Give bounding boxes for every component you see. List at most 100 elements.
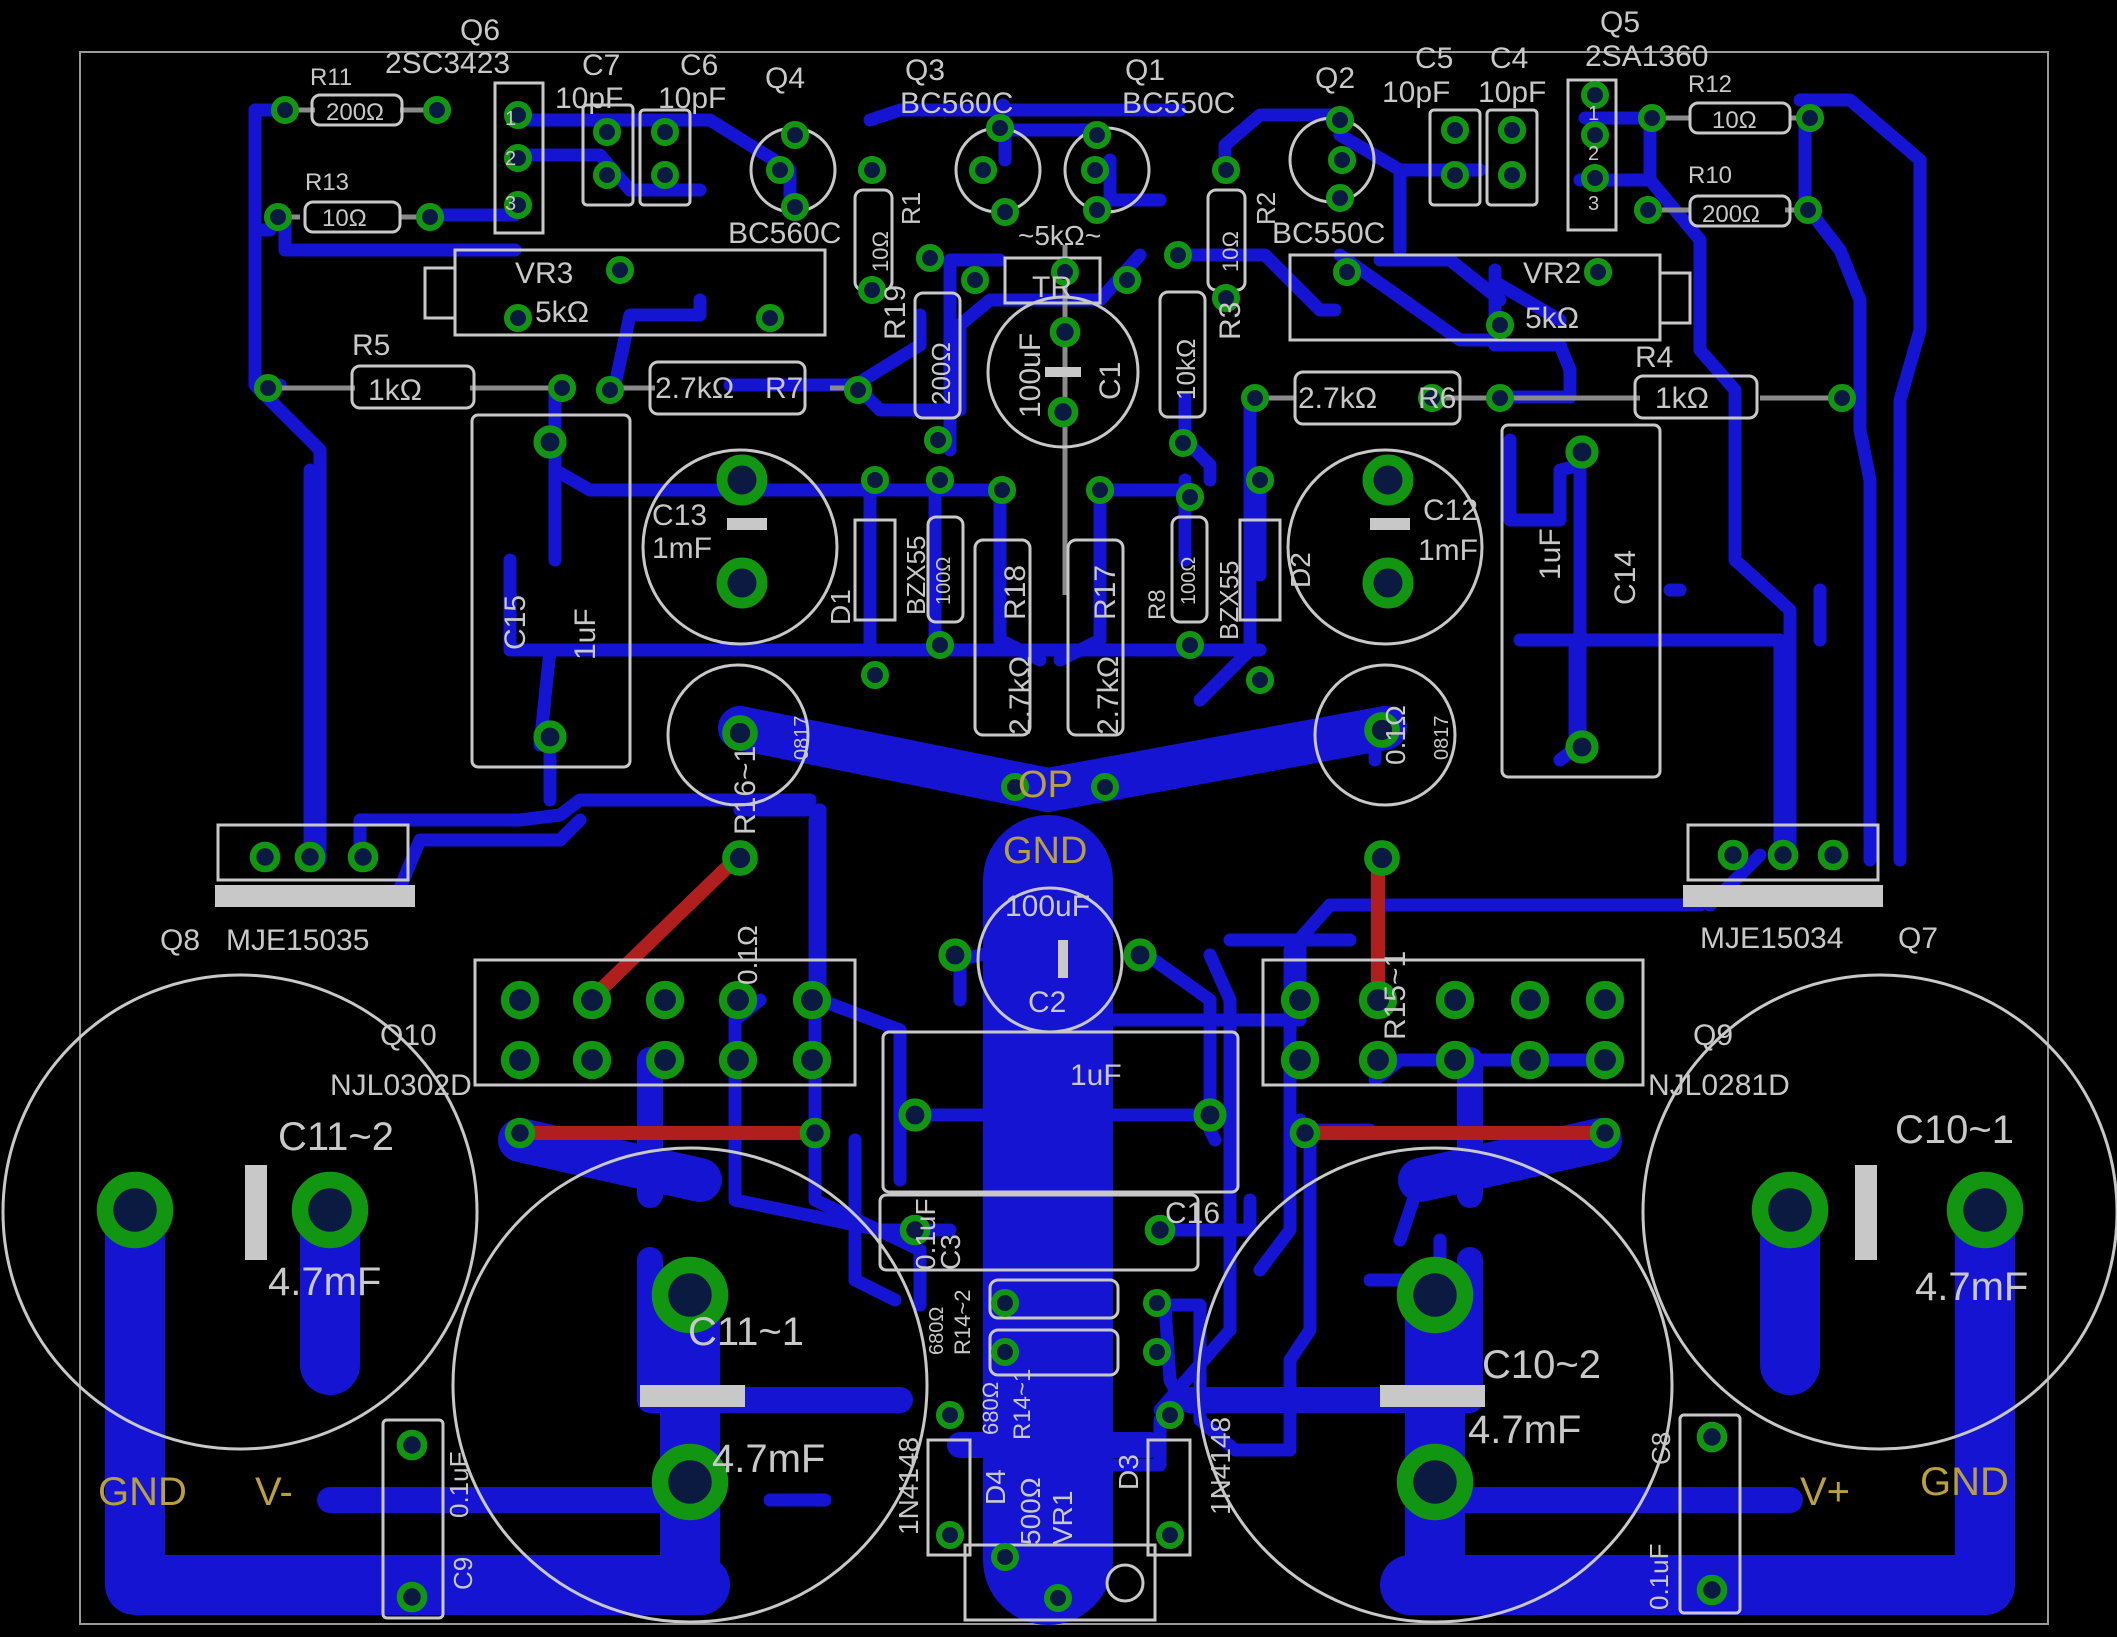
c1-plate [1045, 367, 1081, 377]
q10-pad [645, 1040, 685, 1080]
q1-pad [1080, 155, 1110, 185]
c2-pad [1123, 938, 1157, 972]
c3-outline [878, 1193, 1200, 1272]
r2-pad [1211, 283, 1241, 313]
r16-name: R16~1 [729, 746, 762, 835]
r9-body [926, 515, 965, 624]
q3-value: BC560C [900, 87, 1013, 120]
c11-2-name: C11~2 [278, 1115, 394, 1159]
c10-2-name: C10~2 [1482, 1343, 1601, 1387]
vr2-name: VR2 [1523, 257, 1581, 290]
r14-2-pad [990, 1288, 1020, 1318]
c8-body [1678, 1413, 1742, 1615]
q6-body [493, 81, 545, 235]
r4-pad [1827, 383, 1857, 413]
r7-pad [843, 375, 873, 405]
r8-name: R8 [1144, 589, 1171, 620]
c10-1-plate [1855, 1165, 1877, 1260]
c12-pad [1362, 557, 1414, 609]
r13-name: R13 [305, 169, 349, 196]
r5-body [350, 364, 476, 410]
c8-value: 0.1uF [1644, 1544, 1674, 1611]
net-v-plus: V+ [1800, 1470, 1850, 1514]
q5-pad [1580, 80, 1610, 110]
r17-pad [1090, 772, 1120, 802]
c11-1-pad [651, 1256, 729, 1334]
c2-value: 100uF [1005, 890, 1090, 923]
c14-name: C14 [1609, 550, 1642, 605]
q4-pad [765, 155, 795, 185]
vr3-pad [605, 255, 635, 285]
r1-name: R1 [896, 192, 926, 225]
r16-outline [666, 663, 810, 807]
r19-value: 200Ω [926, 342, 956, 405]
q7-pad [1817, 839, 1849, 871]
r6-pad [1485, 383, 1515, 413]
c12-pad [1362, 454, 1414, 506]
r13-body [303, 200, 402, 234]
c13-value: 1mF [652, 532, 712, 565]
c15-name: C15 [499, 595, 532, 650]
r8-pad [1175, 482, 1205, 512]
c1-pad [1047, 396, 1079, 428]
r19-name: R19 [879, 285, 912, 340]
c8-pad [1696, 1421, 1728, 1453]
q6-value: 2SC3423 [385, 47, 510, 80]
r18-value: 2.7kΩ [1004, 656, 1037, 735]
net-op: OP [1018, 764, 1073, 806]
r15-pad [1364, 840, 1400, 876]
d4-body [926, 1438, 972, 1557]
r16-code: 0817 [791, 716, 813, 761]
q5-value: 2SA1360 [1585, 40, 1708, 73]
r5-pad [253, 373, 283, 403]
d2-name: D2 [1285, 552, 1316, 588]
c7-name: C7 [582, 49, 620, 82]
r16-value: 0.1Ω [732, 925, 763, 985]
net-v-minus: V- [255, 1470, 293, 1514]
c4-value: 10pF [1478, 76, 1546, 109]
q6-name: Q6 [460, 14, 500, 47]
c4-pad [1497, 115, 1527, 145]
q6-pad [503, 143, 533, 173]
q3-pad [968, 155, 998, 185]
c6-name: C6 [680, 49, 718, 82]
r15-outline [1313, 663, 1457, 807]
q7-body [1686, 823, 1880, 882]
r2-pad [1211, 155, 1241, 185]
silkscreen-fills [215, 367, 1883, 1407]
c11-1-outline [451, 1146, 929, 1624]
q9-name: Q9 [1693, 1019, 1733, 1052]
d1-name: D1 [825, 589, 856, 625]
vr1-pad [990, 1542, 1020, 1572]
q10-pad [572, 980, 612, 1020]
c10-1-value: 4.7mF [1915, 1265, 2028, 1309]
c10-2-plate [1380, 1385, 1485, 1407]
c15-pad [533, 720, 567, 754]
q10-pad [792, 980, 832, 1020]
q5-pin2: 2 [1588, 143, 1599, 165]
filmcap-pad [898, 1098, 932, 1132]
net-gnd-left: GND [98, 1470, 187, 1514]
r18-name: R18 [999, 565, 1032, 620]
q10-pad [645, 980, 685, 1020]
c10-1-pad [1751, 1171, 1829, 1249]
c11-1-value: 4.7mF [712, 1437, 825, 1481]
c1-name: C1 [1094, 362, 1127, 400]
c4-name: C4 [1490, 42, 1528, 75]
r17-body [1066, 538, 1125, 737]
d4-name: D4 [980, 1469, 1011, 1505]
c2-plate [1058, 940, 1068, 978]
q7-tab [1683, 885, 1883, 907]
q4-pad [780, 120, 810, 150]
q8-value: MJE15035 [226, 924, 369, 957]
r11-pad [422, 95, 452, 125]
c15-value: 1uF [569, 608, 602, 660]
r10-name: R10 [1688, 162, 1732, 189]
c14-pad [1565, 730, 1599, 764]
c9-pad [396, 1581, 428, 1613]
tr-pad [1112, 265, 1142, 295]
c7-value: 10pF [555, 82, 623, 115]
q10-pad [572, 1040, 612, 1080]
vr3-value: 5kΩ [535, 296, 589, 329]
r1-pad [857, 275, 887, 305]
